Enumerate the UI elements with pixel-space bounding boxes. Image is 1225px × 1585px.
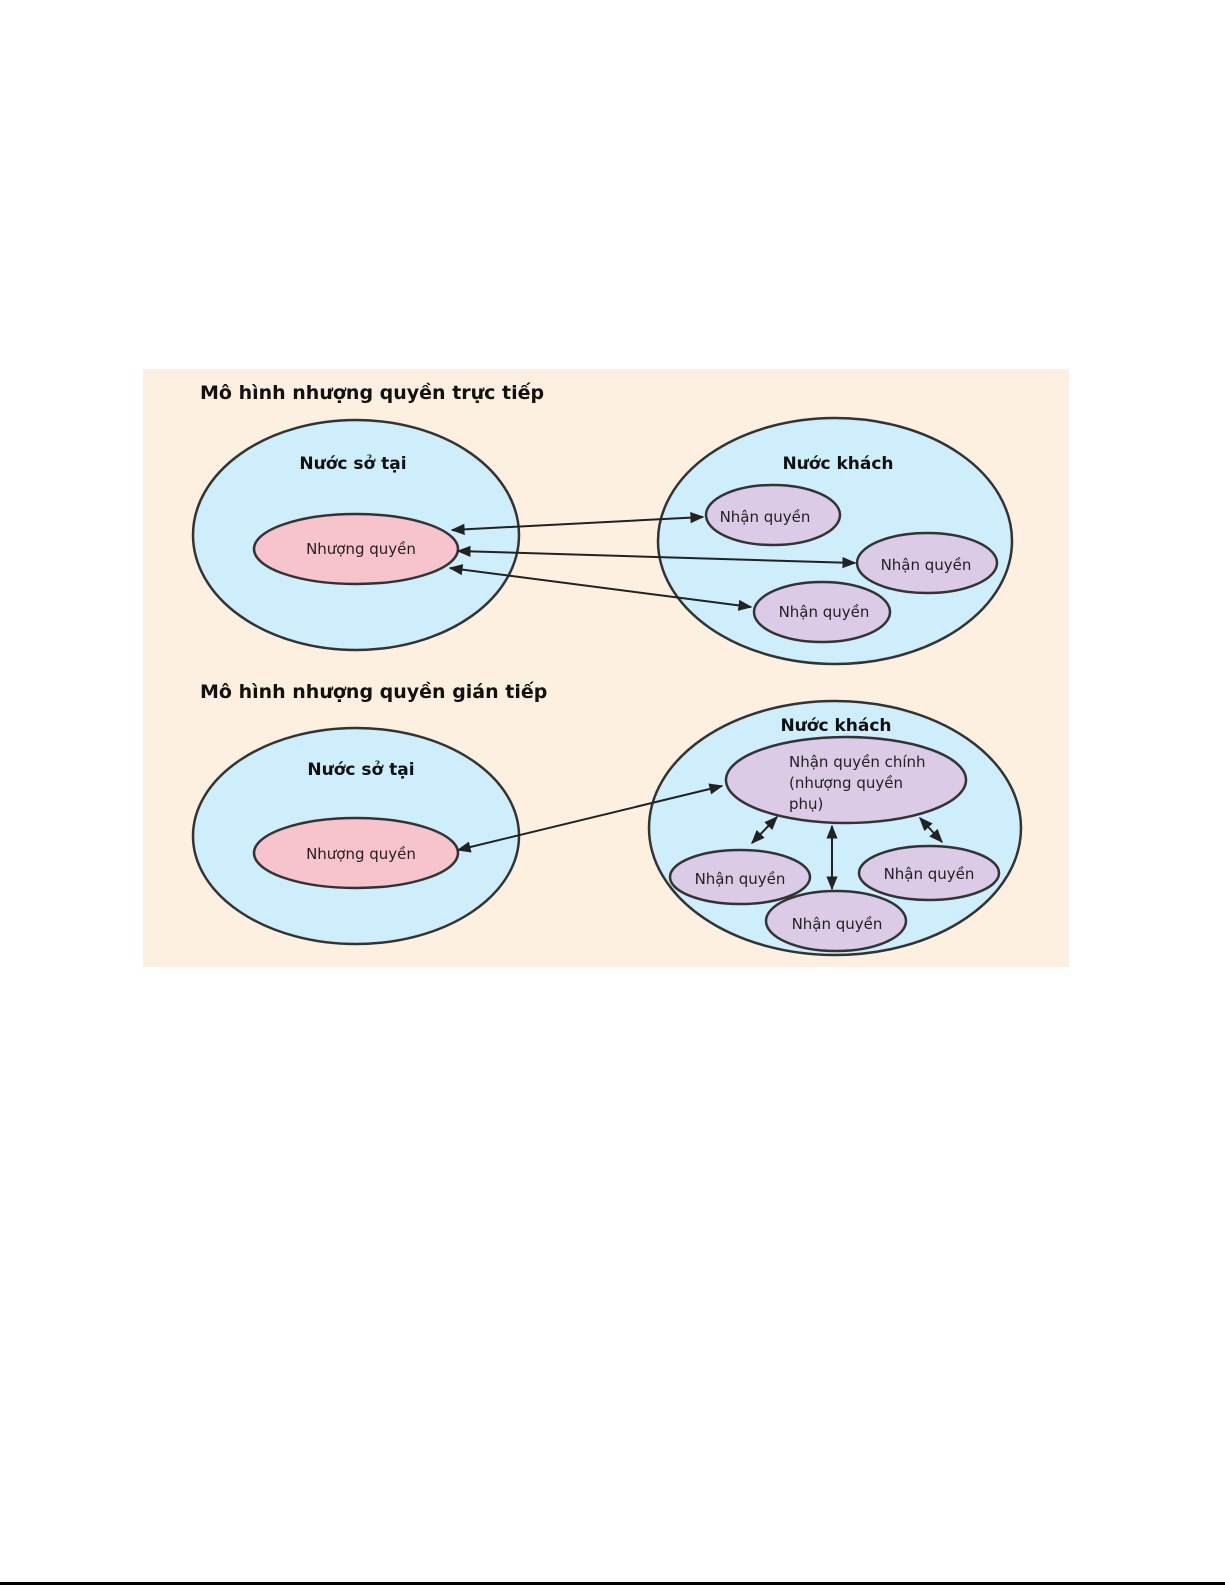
master-franchisee-label-line2: (nhượng quyền: [789, 774, 903, 792]
indirect-arrow-left: [751, 815, 778, 845]
direct-guest-label: Nước khách: [782, 454, 893, 474]
direct-franchisee-1: [704, 483, 842, 547]
sub-franchisee-left-label: Nhận quyền: [695, 870, 786, 888]
direct-franchisee-3: [752, 580, 892, 644]
direct-host-label: Nước sở tại: [299, 454, 406, 474]
direct-franchisee-2-label: Nhận quyền: [881, 556, 972, 574]
sub-franchisee-right-label: Nhận quyền: [884, 865, 975, 883]
page-bottom-border: [0, 1582, 1225, 1585]
indirect-franchisor-label: Nhượng quyền: [306, 845, 416, 863]
direct-franchisee-1-label: Nhận quyền: [720, 508, 811, 526]
master-franchisee: [724, 735, 968, 825]
sub-franchisee-bottom-label: Nhận quyền: [792, 915, 883, 933]
indirect-arrow-main: [456, 783, 724, 853]
indirect-franchisor: [252, 816, 460, 890]
master-franchisee-label-line1: Nhận quyền chính: [789, 753, 926, 771]
direct-arrow-3: [448, 564, 753, 611]
sub-franchisee-left: [668, 848, 812, 906]
direct-arrow-1: [450, 512, 705, 535]
direct-franchisor-label: Nhượng quyền: [306, 540, 416, 558]
sub-franchisee-bottom: [764, 889, 908, 953]
direct-model-title: Mô hình nhượng quyền trực tiếp: [200, 381, 544, 404]
master-franchisee-label-line3: phụ): [789, 795, 823, 813]
direct-franchisee-3-label: Nhận quyền: [779, 603, 870, 621]
indirect-guest-label: Nước khách: [780, 716, 891, 736]
direct-arrow-2: [456, 545, 857, 569]
indirect-model-title: Mô hình nhượng quyền gián tiếp: [200, 680, 547, 703]
direct-franchisee-2: [855, 531, 999, 595]
indirect-host-label: Nước sở tại: [307, 760, 414, 780]
indirect-arrow-right: [919, 816, 943, 844]
sub-franchisee-right: [857, 844, 1001, 902]
